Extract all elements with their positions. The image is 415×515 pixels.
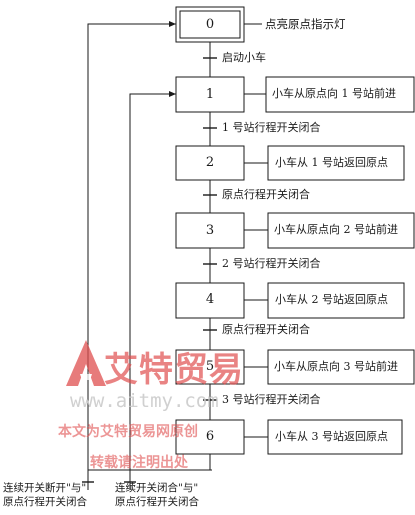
transition-condition: 原点行程开关闭合 (222, 188, 310, 201)
step-box (175, 282, 245, 319)
transition-condition: 原点行程开关闭合 (222, 323, 310, 336)
transition-condition: 1 号站行程开关闭合 (222, 121, 321, 134)
action-label: 点亮原点指示灯 (265, 17, 346, 31)
action-label: 小车从原点向 1 号站前进 (272, 87, 396, 100)
watermark-url: www.aitmy.com (70, 390, 219, 412)
transition-condition: 2 号站行程开关闭合 (222, 257, 321, 270)
step-number: 0 (205, 17, 215, 32)
action-box (267, 212, 415, 249)
action-label: 小车从原点向 3 号站前进 (274, 360, 398, 373)
step-number: 3 (205, 223, 215, 238)
watermark-logo: A (66, 340, 106, 386)
watermark-brand: 艾特贸易 (104, 350, 244, 390)
watermark-note-line1: 本文为艾特贸易网原创 (58, 424, 198, 440)
return-arrowhead (169, 21, 176, 27)
action-label: 小车从 3 号站返回原点 (275, 430, 388, 443)
step-box (175, 419, 245, 455)
action-box (267, 419, 403, 455)
branch-condition-continue-line2: 原点行程开关闭合 (115, 496, 199, 508)
step-number: 4 (205, 292, 215, 307)
return-arrowhead (169, 91, 176, 97)
action-label: 小车从原点向 2 号站前进 (274, 223, 398, 236)
step-box (175, 349, 245, 385)
step-number: 2 (205, 155, 215, 170)
branch-condition-stop-line2: 原点行程开关闭合 (3, 496, 87, 508)
branch-condition-continue-line1: 连续开关闭合"与" (115, 482, 199, 494)
action-label: 小车从 1 号站返回原点 (275, 156, 388, 169)
branch-condition-stop-line1: 连续开关断开"与" (3, 482, 87, 494)
step-number: 1 (205, 87, 215, 102)
watermark-note-line2: 转载请注明出处 (90, 455, 188, 471)
step-number: 6 (205, 429, 215, 444)
action-label: 小车从 2 号站返回原点 (275, 293, 388, 306)
transition-condition: 启动小车 (222, 51, 266, 64)
transition-condition: 3 号站行程开关闭合 (222, 393, 321, 406)
step-number: 5 (205, 359, 215, 374)
action-box (267, 282, 405, 319)
step-box (175, 76, 245, 113)
initial-step-box-inner (179, 10, 241, 39)
action-box (267, 349, 415, 385)
action-box (265, 76, 415, 113)
return-path-to-step-0 (87, 23, 176, 490)
return-path-to-step-1 (129, 93, 176, 490)
action-box (267, 145, 405, 181)
